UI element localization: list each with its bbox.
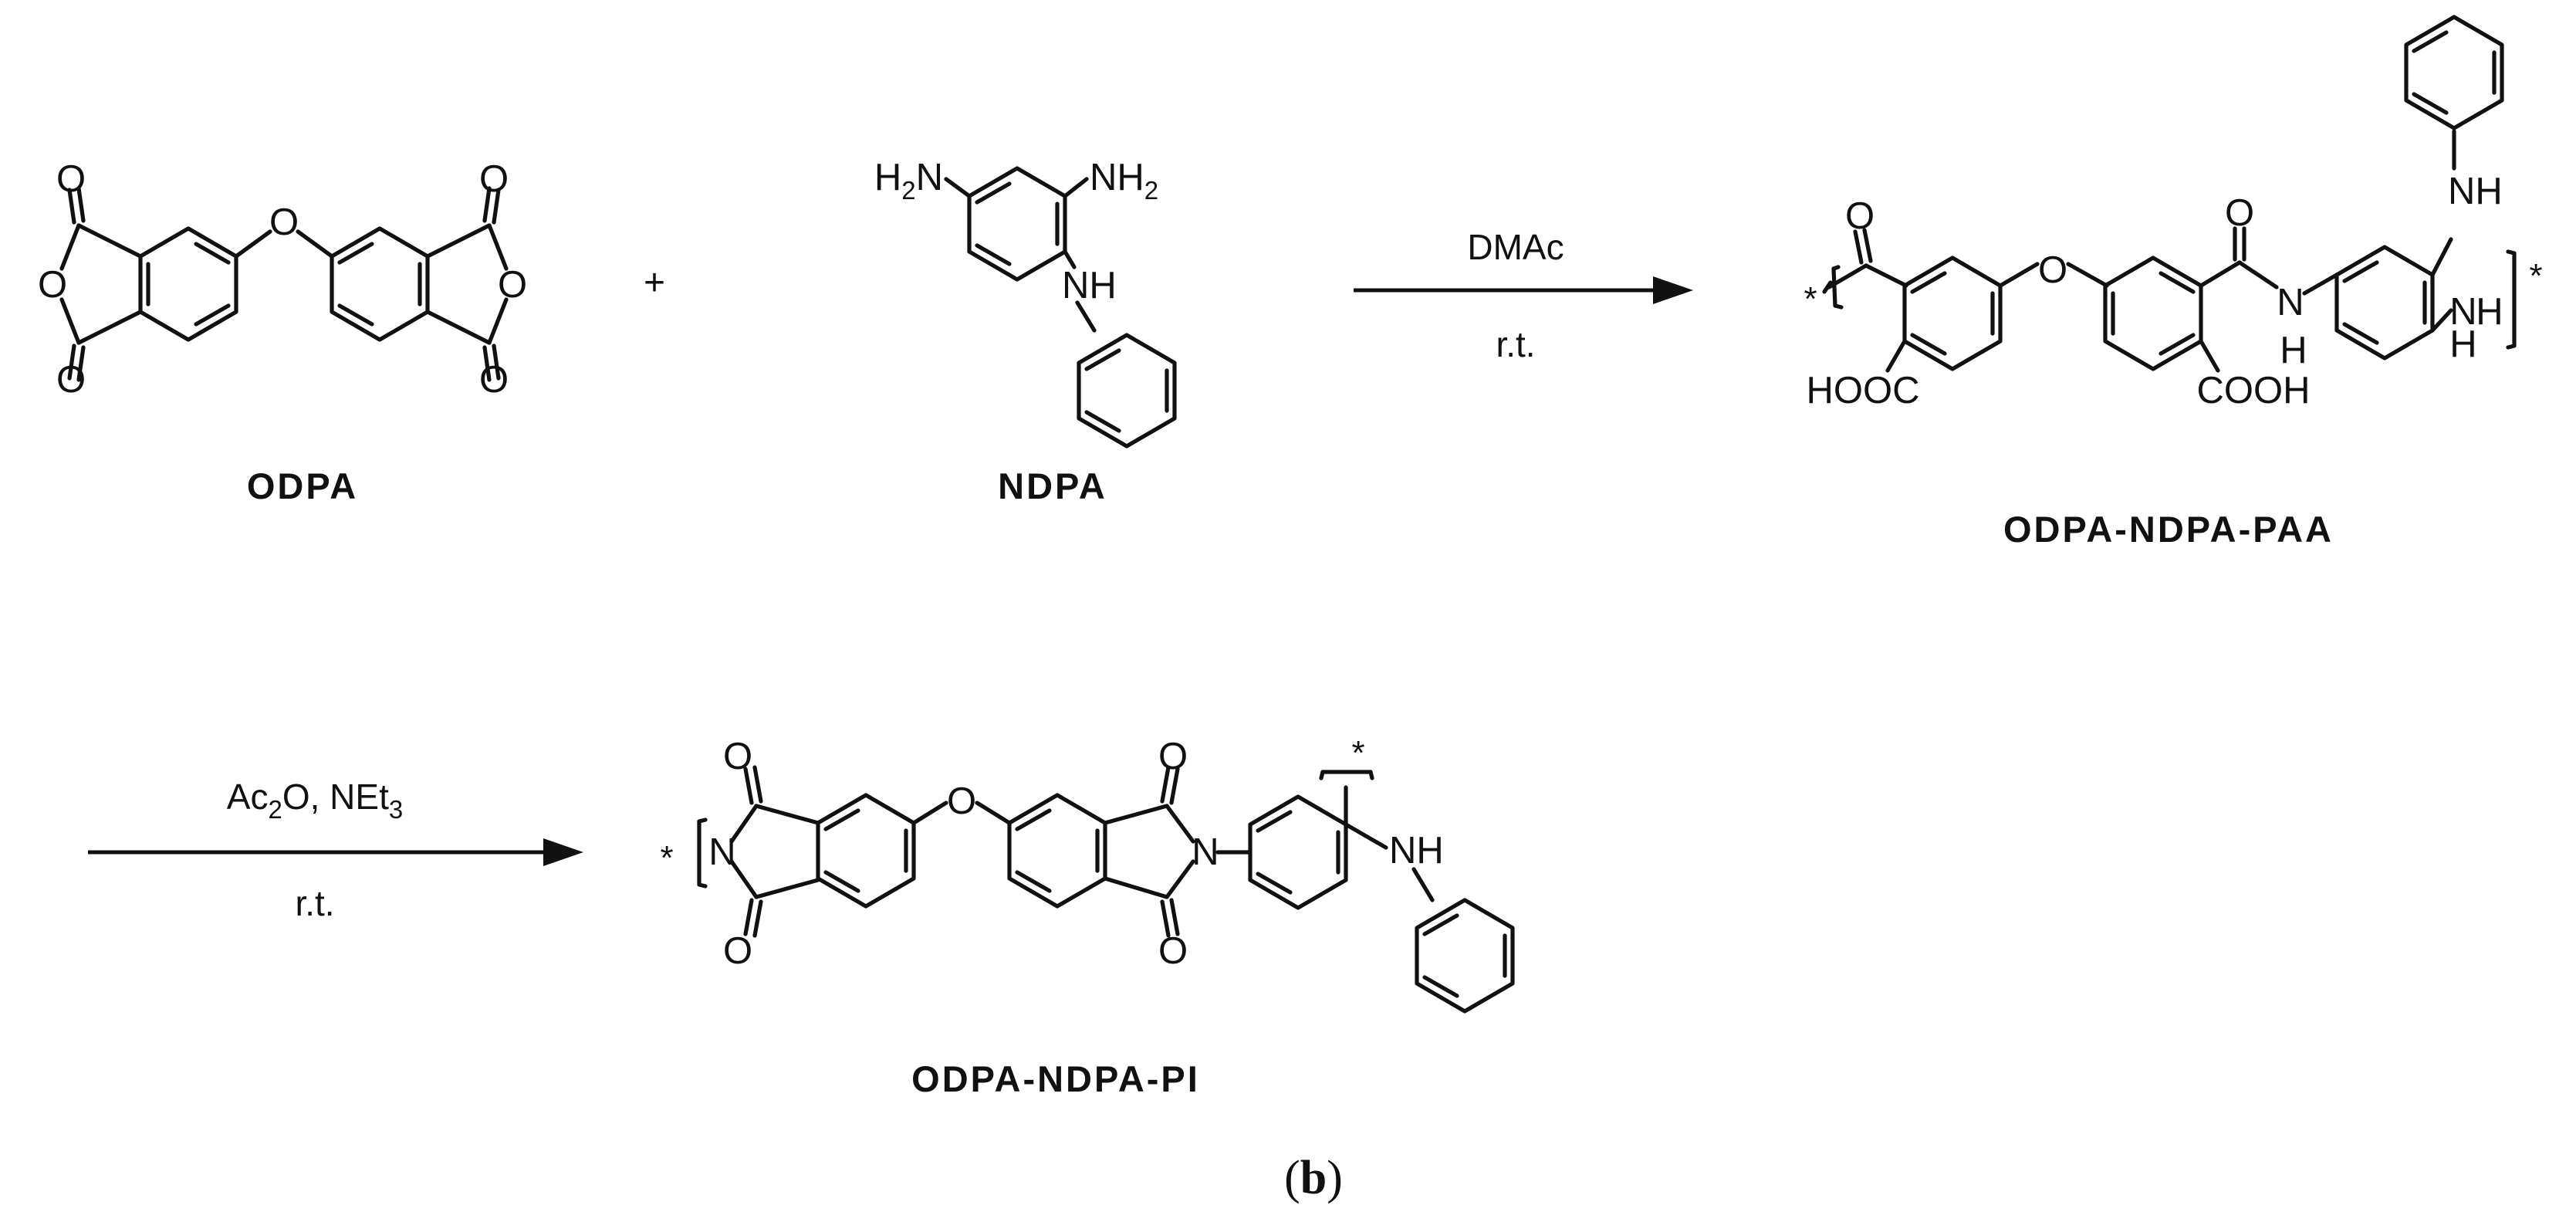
pi-ether-o: O xyxy=(947,780,976,822)
odpa-label: ODPA xyxy=(247,465,358,506)
step1-reagent: DMAc xyxy=(1467,227,1564,267)
step1-condition: r.t. xyxy=(1496,324,1535,364)
odpa-ring-o-right: O xyxy=(498,264,527,306)
paa-cooh-label: COOH xyxy=(2197,370,2311,411)
pi-star-right: * xyxy=(1351,734,1364,772)
step2-arrow xyxy=(88,838,583,866)
pi-structure: * N O O O O O xyxy=(660,734,1515,1014)
paa-chain-h-below: H xyxy=(2449,323,2476,365)
paa-hooc-label: HOOC xyxy=(1807,370,1920,411)
pi-label: ODPA-NDPA-PI xyxy=(911,1058,1200,1099)
odpa-structure: O O O O O O O xyxy=(38,158,527,401)
ndpa-label: NDPA xyxy=(998,465,1107,506)
pi-carbonyl-o-top-right: O xyxy=(1158,736,1188,777)
paa-chain-n: N xyxy=(2449,291,2476,333)
paa-ether-o: O xyxy=(2038,249,2067,291)
step2-condition: r.t. xyxy=(295,883,334,923)
paa-carbonyl-o-right: O xyxy=(2225,192,2254,234)
ndpa-nh2-label: NH2 xyxy=(1090,157,1158,205)
pi-carbonyl-o-bottom-right: O xyxy=(1158,930,1188,972)
odpa-carbonyl-o-bottom-right: O xyxy=(479,359,509,401)
paa-star-right: * xyxy=(2529,257,2542,295)
paa-top-nh: NH xyxy=(2448,171,2503,212)
ndpa-nh-label: NH xyxy=(1062,265,1117,306)
paa-amide-n: N xyxy=(2277,282,2304,323)
pi-imide-n-right: N xyxy=(1192,831,1219,873)
odpa-ring-o-left: O xyxy=(38,264,67,306)
ndpa-structure: H2N NH2 NH xyxy=(874,157,1177,449)
pi-carbonyl-o-top-left: O xyxy=(723,736,752,777)
odpa-ether-o: O xyxy=(269,201,299,243)
pi-star-left: * xyxy=(660,839,673,877)
ndpa-h2n-label: H2N xyxy=(874,157,943,205)
paa-label: ODPA-NDPA-PAA xyxy=(2003,509,2334,550)
panel-label: (b) xyxy=(1284,1152,1343,1204)
odpa-carbonyl-o-top-right: O xyxy=(479,158,509,200)
odpa-carbonyl-o-top-left: O xyxy=(56,158,86,200)
paa-star-left: * xyxy=(1804,280,1817,318)
paa-amide-h: H xyxy=(2280,330,2307,371)
paa-structure: * O HOOC O COOH O N H xyxy=(1804,15,2543,411)
step2-reagent: Ac2O, NEt3 xyxy=(227,777,403,824)
pi-carbonyl-o-bottom-left: O xyxy=(723,930,752,972)
plus-sign: + xyxy=(644,262,665,303)
paa-chain-h: H xyxy=(2476,291,2503,333)
odpa-carbonyl-o-bottom-left: O xyxy=(56,359,86,401)
step1-arrow xyxy=(1354,276,1693,304)
paa-carbonyl-o-left: O xyxy=(1845,195,1875,237)
pi-nh-label: NH xyxy=(1389,830,1444,872)
